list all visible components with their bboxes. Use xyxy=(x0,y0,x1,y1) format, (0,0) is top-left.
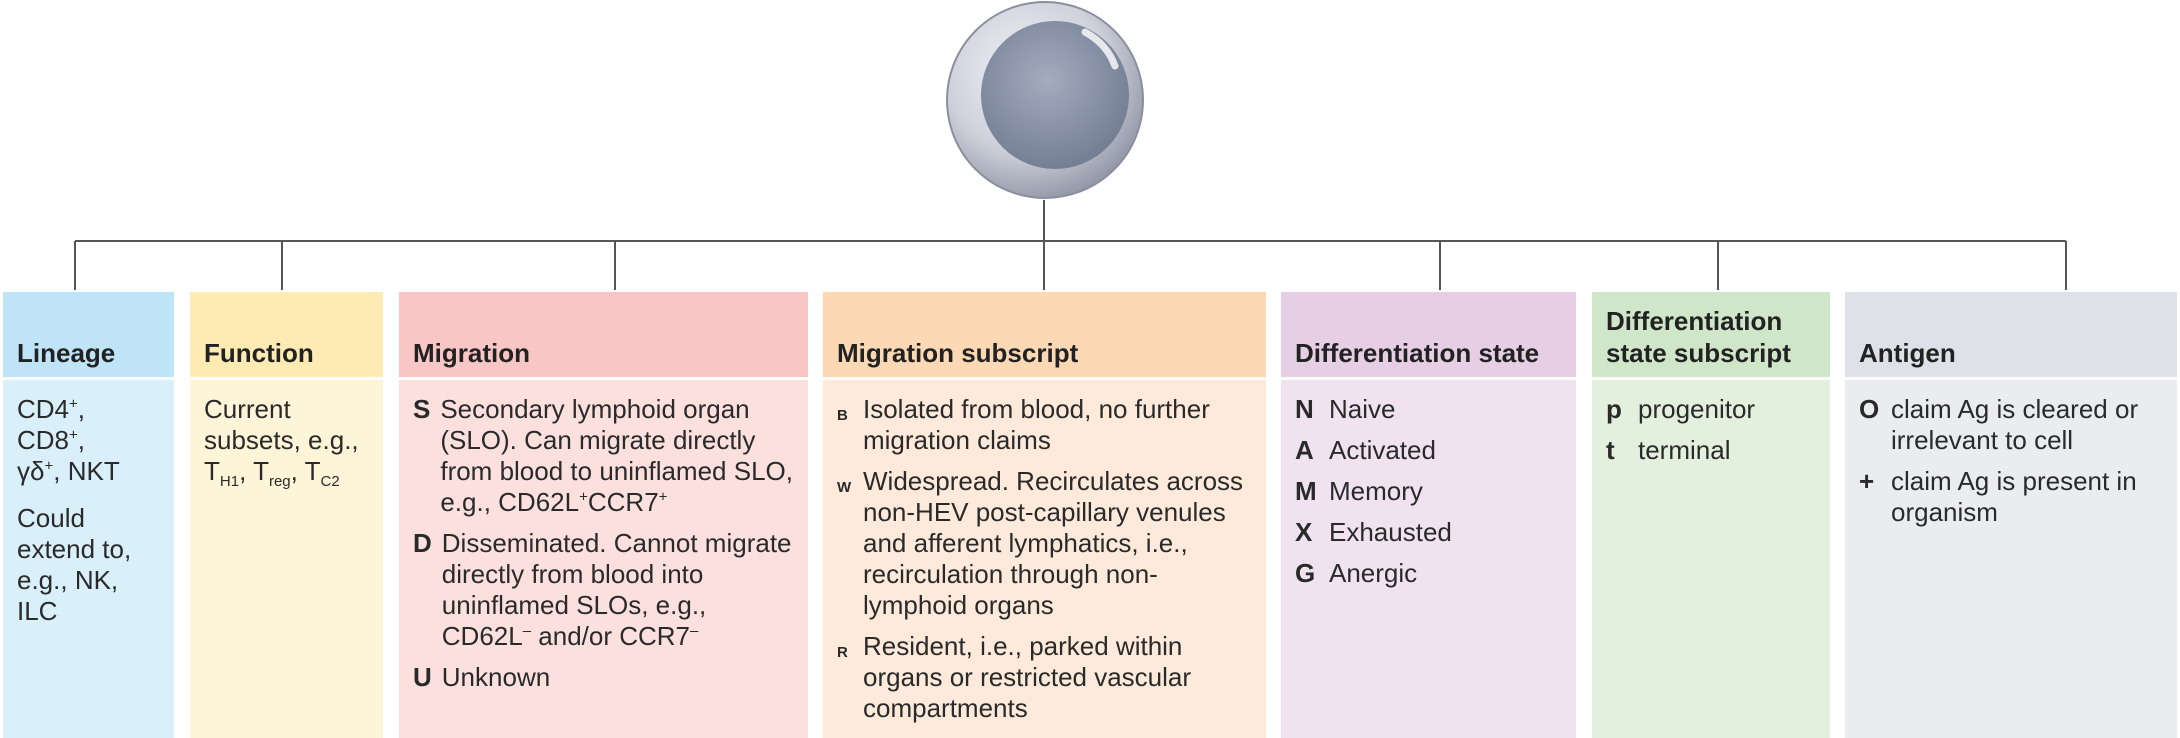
column-body: Current subsets, e.g., TH1, Treg, TC2 xyxy=(190,380,383,738)
column-body: N Naive A Activated M Memory X Exhausted… xyxy=(1281,380,1576,738)
column-body: B Isolated from blood, no further migrat… xyxy=(823,380,1266,738)
column-antigen: Antigen O claim Ag is cleared or irrelev… xyxy=(1845,292,2177,738)
function-subsets: TH1, Treg, TC2 xyxy=(204,456,340,491)
lineage-markers: CD4+, CD8+,γδ+, NKT xyxy=(17,394,120,486)
differentiation-subscript-entry-t: t terminal xyxy=(1606,435,1731,465)
antigen-entry-o: O claim Ag is cleared or irrelevant to c… xyxy=(1859,394,2139,455)
column-migration: Migration S Secondary lymphoid organ (SL… xyxy=(399,292,808,738)
column-differentiation-state-subscript: Differentiation state subscript p progen… xyxy=(1592,292,1830,738)
lineage-extension: Could extend to, e.g., NK, ILC xyxy=(17,503,132,626)
column-title: Antigen xyxy=(1845,292,2177,380)
differentiation-entry-a: A Activated xyxy=(1295,435,1436,465)
migration-subscript-entry-r: R Resident, i.e., parked within organs o… xyxy=(837,631,1192,723)
cell-nucleus xyxy=(981,21,1129,169)
column-function: Function Current subsets, e.g., TH1, Tre… xyxy=(190,292,383,738)
differentiation-entry-m: M Memory xyxy=(1295,476,1423,506)
migration-entry-u: U Unknown xyxy=(413,662,551,692)
migration-subscript-entry-b: B Isolated from blood, no further migrat… xyxy=(837,394,1210,455)
function-line: subsets, e.g., xyxy=(204,425,359,455)
migration-entry-d: D Disseminated. Cannot migrate directly … xyxy=(413,528,792,651)
migration-entry-s: S Secondary lymphoid organ (SLO). Can mi… xyxy=(413,394,793,517)
column-title: Migration subscript xyxy=(823,292,1266,380)
differentiation-entry-g: G Anergic xyxy=(1295,558,1418,588)
column-body: S Secondary lymphoid organ (SLO). Can mi… xyxy=(399,380,808,738)
differentiation-entry-x: X Exhausted xyxy=(1295,517,1452,547)
migration-subscript-entry-w: W Widespread. Recirculates across non-HE… xyxy=(837,466,1244,620)
column-title: Differentiation state xyxy=(1281,292,1576,380)
column-title: Function xyxy=(190,292,383,380)
column-migration-subscript: Migration subscript B Isolated from bloo… xyxy=(823,292,1266,738)
tree-connectors xyxy=(74,200,2067,290)
column-lineage: Lineage CD4+, CD8+,γδ+, NKT Could extend… xyxy=(3,292,174,738)
differentiation-subscript-entry-p: p progenitor xyxy=(1606,394,1756,424)
antigen-entry-plus: + claim Ag is present in organism xyxy=(1859,466,2137,527)
column-title: Migration xyxy=(399,292,808,380)
function-line: Current xyxy=(204,394,291,424)
column-body: p progenitor t terminal xyxy=(1592,380,1830,738)
column-body: CD4+, CD8+,γδ+, NKT Could extend to, e.g… xyxy=(3,380,174,738)
column-body: O claim Ag is cleared or irrelevant to c… xyxy=(1845,380,2177,738)
differentiation-entry-n: N Naive xyxy=(1295,394,1396,424)
column-title: Lineage xyxy=(3,292,174,380)
column-title: Differentiation state subscript xyxy=(1592,292,1830,380)
t-cell-illustration xyxy=(945,0,1145,200)
column-differentiation-state: Differentiation state N Naive A Activate… xyxy=(1281,292,1576,738)
